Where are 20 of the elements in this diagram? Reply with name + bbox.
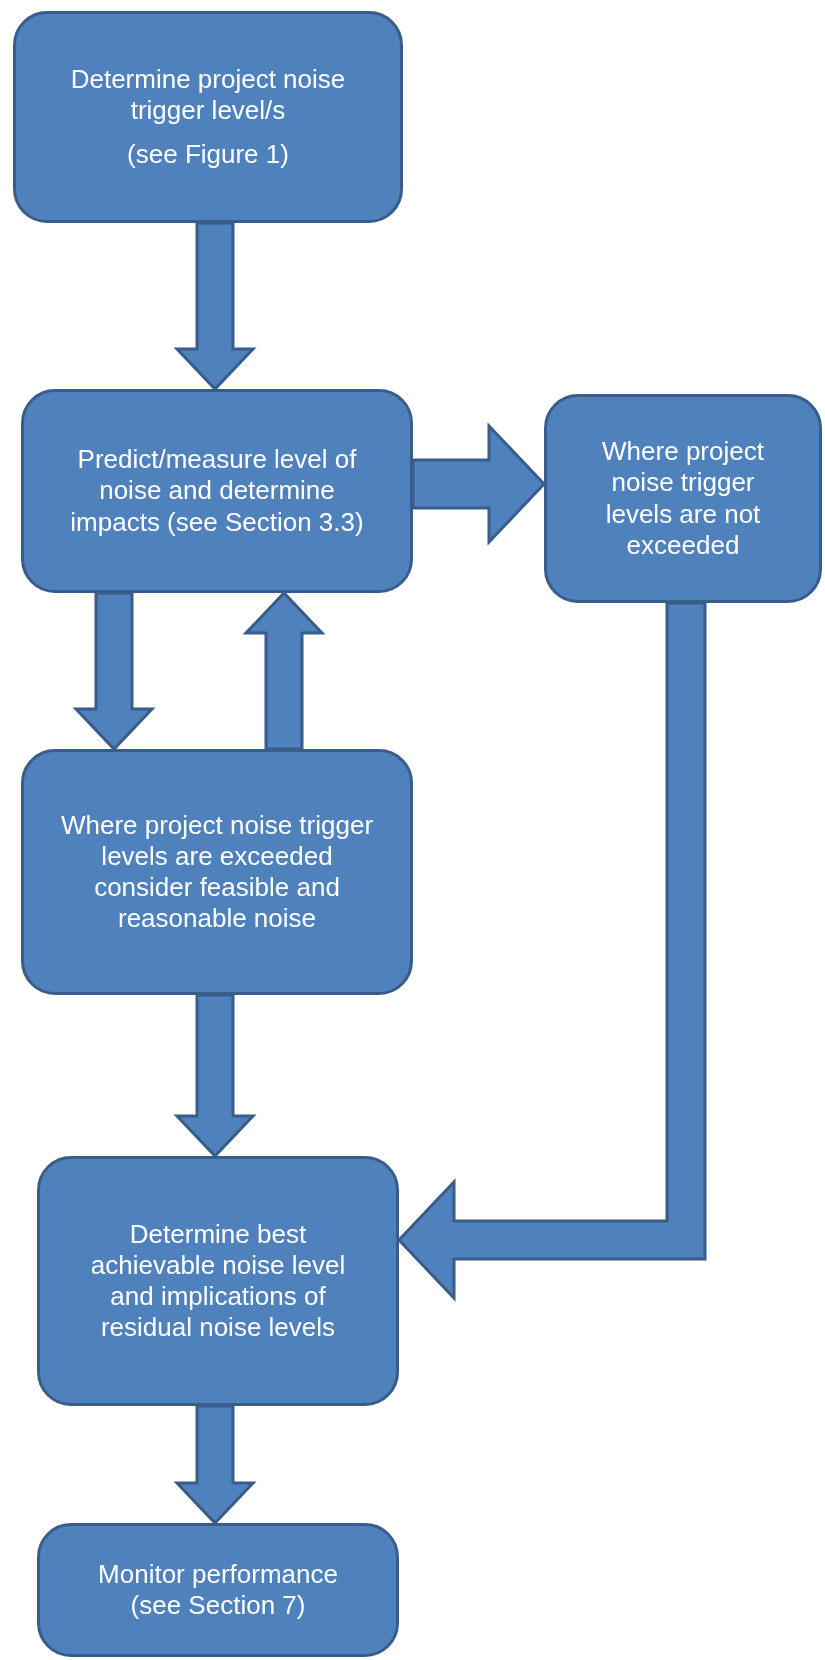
process-box (37, 1156, 399, 1406)
box-text: (see Figure 1) (127, 138, 289, 170)
block-arrow (396, 601, 707, 1302)
box-text: Where project noise trigger levels are exceeded consider feasible and reasonable noise (60, 809, 374, 935)
process-box (21, 749, 413, 995)
process-box (37, 1523, 399, 1657)
box-text: Determine best achievable noise level and implications of residual noise levels (89, 1218, 347, 1344)
box-text: Monitor performance (see Section 7) (97, 1558, 339, 1622)
box-text: Determine project noise trigger level/s (69, 64, 347, 127)
block-arrow (72, 591, 156, 752)
box-text: Where project noise trigger levels are not exceeded (601, 436, 765, 561)
block-arrow (173, 221, 257, 392)
block-arrow (173, 1404, 257, 1526)
process-box (21, 389, 413, 593)
box-text: Predict/measure level of noise and determine impacts (see Section 3.3) (69, 444, 365, 538)
process-box (13, 11, 403, 223)
block-arrow (242, 590, 326, 751)
process-box (544, 394, 822, 603)
block-arrow (173, 993, 257, 1159)
block-arrow (411, 422, 547, 546)
